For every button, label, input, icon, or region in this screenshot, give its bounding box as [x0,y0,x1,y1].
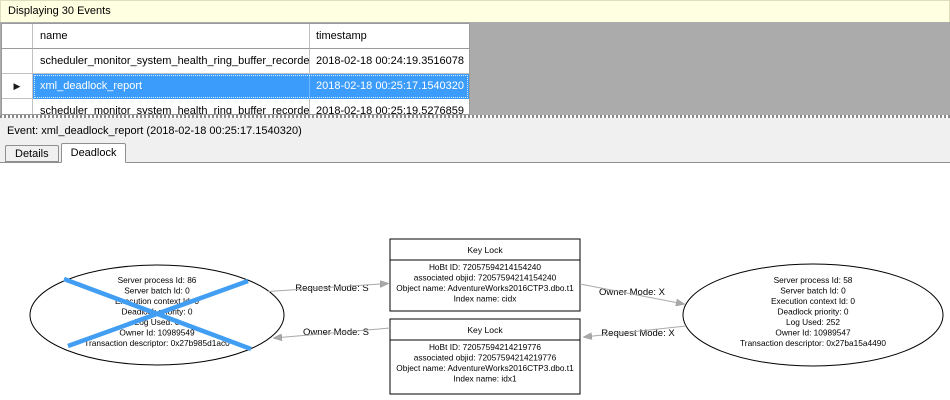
event-timestamp-cell[interactable]: 2018-02-18 00:25:17.1540320 [310,74,469,99]
row-marker-cell [2,49,33,74]
deadlock-graph-pane: Server process Id: 86 Server batch Id: 0… [0,163,950,400]
horizontal-splitter[interactable] [0,115,950,118]
process-detail-line: Server process Id: 86 [118,275,197,285]
table-row[interactable]: scheduler_monitor_system_health_ring_buf… [2,49,469,74]
events-grid: name timestamp scheduler_monitor_system_… [1,23,470,115]
resource-detail-line: Object name: AdventureWorks2016CTP3.dbo.… [396,363,574,373]
edge-owner-s [274,327,391,338]
process-detail-line: Server batch Id: 0 [124,286,190,296]
resource-detail-line: Index name: idx1 [453,374,517,384]
process-detail-line: Transaction descriptor: 0x27ba15a4490 [740,338,886,348]
edge-label-request-x: Request Mode: X [601,328,675,339]
process-detail-line: Execution context Id: 0 [115,296,199,306]
resource-detail-line: Index name: cidx [454,294,518,304]
edge-request-s [267,284,388,292]
event-name-cell[interactable]: xml_deadlock_report [33,74,310,99]
tab-details[interactable]: Details [5,145,59,162]
edge-owner-x [579,283,684,304]
events-count-bar: Displaying 30 Events [0,0,950,22]
process-detail-line: Log Used: 0 [135,317,180,327]
event-name-cell[interactable]: scheduler_monitor_system_health_ring_buf… [33,99,310,114]
grid-header-marker-cell [2,24,33,49]
edge-label-owner-x: Owner Mode: X [599,287,666,298]
resource-detail-line: HoBt ID: 72057594214154240 [429,262,541,272]
event-timestamp-cell[interactable]: 2018-02-18 00:25:19.5276859 [310,99,469,114]
process-detail-line: Owner Id: 10989549 [119,328,195,338]
process-detail-line: Log Used: 252 [786,317,840,327]
edge-request-x [584,325,687,337]
resource-detail-line: HoBt ID: 72057594214219776 [429,342,541,352]
edge-label-request-s: Request Mode: S [295,283,368,294]
resource-node-keylock-bottom[interactable]: Key Lock HoBt ID: 72057594214219776 asso… [389,318,581,395]
victim-cross-icon [63,276,252,352]
resource-detail-line: associated objid: 72057594214154240 [414,273,557,283]
process-detail-line: Deadlock priority: 0 [777,307,848,317]
table-row[interactable]: scheduler_monitor_system_health_ring_buf… [2,99,469,114]
resource-title: Key Lock [467,245,503,255]
event-timestamp-cell[interactable]: 2018-02-18 00:24:19.3516078 [310,49,469,74]
selected-event-title: Event: xml_deadlock_report (2018-02-18 0… [0,118,950,143]
column-header-name[interactable]: name [33,24,310,49]
current-row-arrow-icon: ▶ [13,80,21,91]
events-grid-region: name timestamp scheduler_monitor_system_… [0,22,950,115]
grid-header-row: name timestamp [2,24,469,49]
process-detail-line: Owner Id: 10989547 [775,328,851,338]
process-node[interactable]: Server process Id: 58 Server batch Id: 0… [682,263,944,367]
event-name-cell[interactable]: scheduler_monitor_system_health_ring_buf… [33,49,310,74]
row-marker-cell [2,99,33,114]
process-detail-line: Transaction descriptor: 0x27b985d1ac0 [84,338,230,348]
resource-detail-line: associated objid: 72057594214219776 [414,353,557,363]
process-detail-line: Execution context Id: 0 [771,296,855,306]
resource-node-keylock-top[interactable]: Key Lock HoBt ID: 72057594214154240 asso… [389,238,581,312]
column-header-timestamp[interactable]: timestamp [310,24,469,49]
resource-title: Key Lock [467,325,503,335]
table-row-selected[interactable]: ▶ xml_deadlock_report 2018-02-18 00:25:1… [2,74,469,99]
deadlock-graph: Server process Id: 86 Server batch Id: 0… [29,238,944,395]
process-detail-line: Server process Id: 58 [774,275,853,285]
row-marker-cell: ▶ [2,74,33,99]
tab-deadlock[interactable]: Deadlock [60,143,127,163]
process-detail-line: Server batch Id: 0 [780,286,846,296]
tab-strip: Details Deadlock [0,143,950,163]
resource-detail-line: Object name: AdventureWorks2016CTP3.dbo.… [396,283,574,293]
